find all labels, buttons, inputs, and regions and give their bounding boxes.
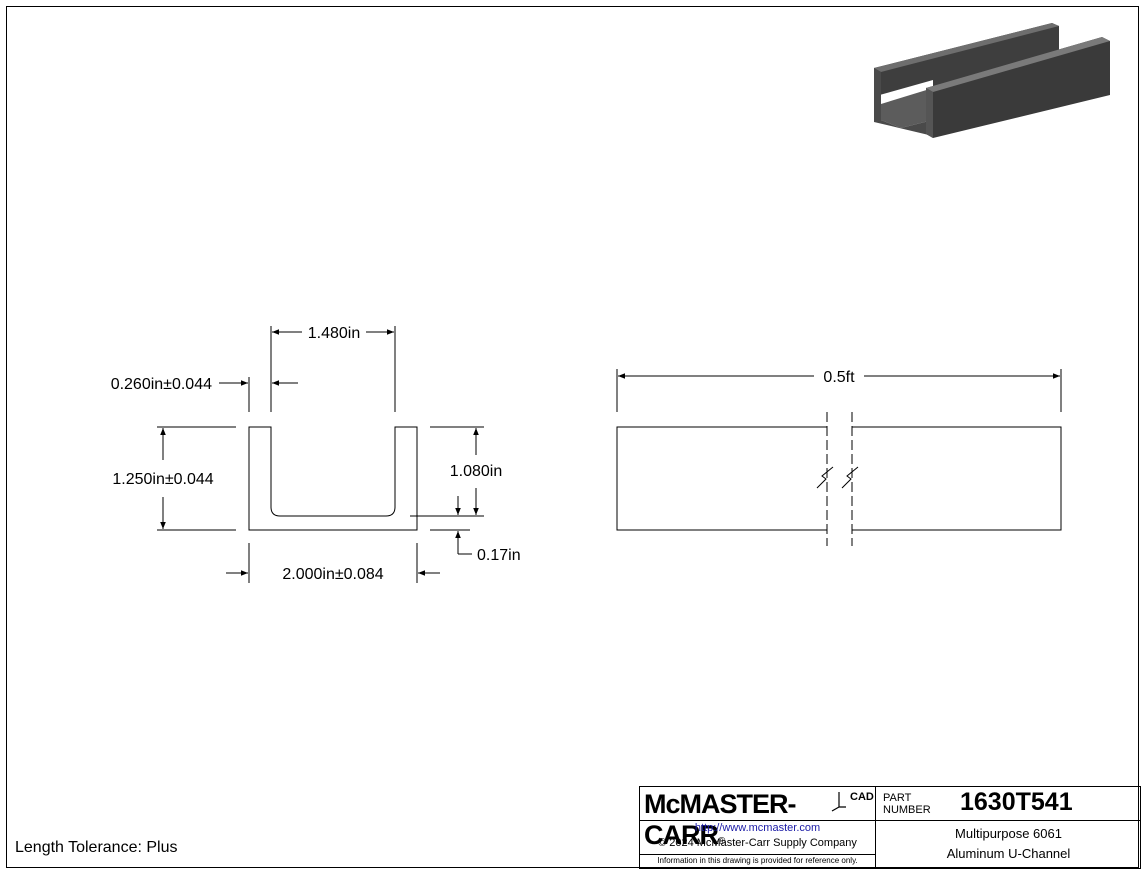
side-view-right-part	[852, 426, 1062, 531]
cad-axis-icon	[831, 792, 846, 812]
side-view-left-part	[616, 426, 827, 531]
description-line-2: Aluminum U-Channel	[946, 846, 1071, 861]
drawing-border	[6, 6, 1139, 868]
render-front-wall-end	[926, 88, 933, 138]
label-base-thickness: 0.17in	[477, 547, 521, 564]
render-floor	[881, 88, 933, 128]
break-symbol-right	[841, 466, 859, 489]
logo-text: McMASTER-CARR®	[644, 789, 796, 850]
reference-note: Information in this drawing is provided …	[639, 854, 876, 868]
part-number-cell: PART NUMBER 1630T541	[876, 786, 1141, 821]
description-line-1: Multipurpose 6061	[955, 826, 1062, 841]
render-back-wall	[874, 23, 1059, 96]
label-height: 1.250in±0.044	[112, 471, 213, 488]
u-channel-3d-render	[874, 23, 1110, 138]
render-back-wall-top	[874, 23, 1059, 72]
label-wall-thickness: 0.260in±0.044	[111, 376, 212, 393]
company-info-cell: http://www.mcmaster.com © 2024 McMaster-…	[639, 821, 876, 869]
side-view	[616, 369, 1062, 546]
label-length: 0.5ft	[823, 369, 855, 386]
registered-mark: ®	[718, 836, 725, 847]
render-front-wall-top	[926, 37, 1110, 92]
break-symbol-left	[816, 466, 834, 489]
part-number: 1630T541	[960, 788, 1073, 816]
copyright-text: © 2024 McMaster-Carr Supply Company	[658, 837, 857, 849]
u-profile-outline	[248, 426, 418, 531]
description-cell: Multipurpose 6061 Aluminum U-Channel	[876, 821, 1141, 869]
length-tolerance-note: Length Tolerance: Plus	[15, 839, 178, 856]
label-inner-width: 1.480in	[308, 325, 361, 342]
cross-section-profile	[248, 426, 418, 531]
label-inner-height: 1.080in	[450, 463, 503, 480]
title-block: McMASTER-CARR® CAD PART NUMBER 1630T541 …	[639, 786, 1141, 869]
render-front-wall	[926, 37, 1110, 138]
part-number-label: PART NUMBER	[883, 792, 931, 816]
section-dimension-labels: 1.480in 0.260in±0.044 1.250in±0.044 1.08…	[111, 325, 521, 583]
label-width: 2.000in±0.084	[282, 566, 383, 583]
section-dimensions	[157, 326, 484, 583]
cad-icon: CAD	[831, 791, 874, 812]
mcmaster-carr-logo: McMASTER-CARR® CAD	[639, 786, 876, 850]
website-link[interactable]: http://www.mcmaster.com	[694, 822, 821, 834]
